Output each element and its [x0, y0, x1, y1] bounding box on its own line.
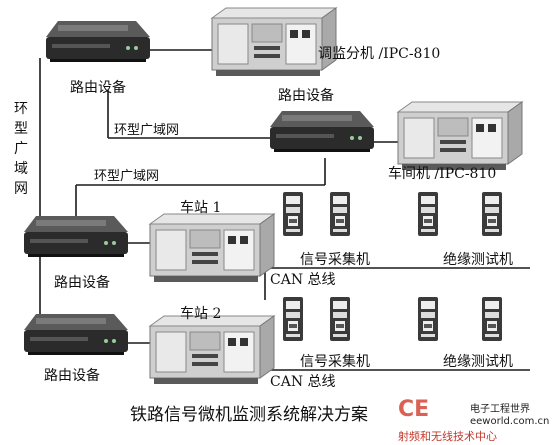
watermark-brand: 电子工程世界: [470, 402, 530, 415]
router-label-top: 路由设备: [70, 79, 126, 96]
watermark-slogan: 射频和无线技术中心: [398, 429, 497, 443]
router-icon: [24, 314, 128, 355]
insulation-tester-label-1: 绝缘测试机: [443, 252, 513, 268]
station2-label: 车站 2: [180, 305, 221, 322]
industrial-pc-icon: [397, 101, 523, 171]
watermark-site: eeworld.com.cn: [470, 416, 549, 427]
can-bus-label-1: CAN 总线: [270, 272, 336, 288]
router-label-mid: 路由设备: [278, 87, 334, 104]
tower-device-icon: [283, 192, 303, 236]
svg-text:广: 广: [14, 141, 28, 157]
insulation-tester-label-2: 绝缘测试机: [443, 354, 513, 370]
ring-wan-label-2: 环型广域网: [94, 169, 159, 184]
ring-wan-vertical-label: 环 型 广 域 网: [14, 101, 28, 197]
eeworld-logo-icon: CE: [398, 397, 429, 422]
industrial-pc-icon: [149, 315, 275, 385]
router-icon: [46, 21, 150, 62]
router-icon: [270, 111, 374, 152]
tower-device-icon: [330, 297, 350, 341]
industrial-pc-icon: [149, 213, 275, 283]
station1-label: 车站 1: [180, 199, 221, 216]
workshop-pc-label: 车间机 /IPC-810: [388, 165, 496, 182]
tower-device-icon: [418, 297, 438, 341]
tower-device-icon: [418, 192, 438, 236]
svg-text:域: 域: [14, 161, 28, 177]
svg-text:环: 环: [14, 101, 28, 117]
tower-device-icon: [482, 192, 502, 236]
tower-device-icon: [330, 192, 350, 236]
dispatch-pc-label: 调监分机 /IPC-810: [318, 46, 440, 62]
svg-text:网: 网: [14, 181, 28, 197]
can-bus-label-2: CAN 总线: [270, 374, 336, 390]
tower-device-icon: [283, 297, 303, 341]
ring-wan-label-1: 环型广域网: [114, 123, 179, 138]
router-label-station1: 路由设备: [54, 274, 110, 291]
router-label-station2: 路由设备: [44, 367, 100, 384]
tower-device-icon: [482, 297, 502, 341]
svg-text:型: 型: [14, 121, 28, 137]
signal-collector-label-2: 信号采集机: [300, 353, 370, 370]
industrial-pc-icon: [211, 7, 337, 77]
eeworld-watermark: CE 电子工程世界 eeworld.com.cn 射频和无线技术中心: [398, 397, 549, 443]
signal-collector-label-1: 信号采集机: [300, 251, 370, 268]
diagram-caption: 铁路信号微机监测系统解决方案: [130, 405, 368, 425]
router-icon: [24, 216, 128, 257]
